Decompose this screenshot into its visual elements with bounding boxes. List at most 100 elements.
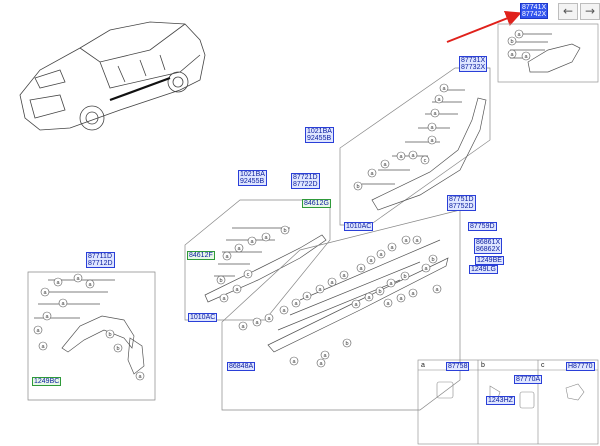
callout-circle	[339, 270, 349, 280]
part-label-1021ba-top[interactable]: 1021BA 92455B	[305, 127, 334, 143]
part-label-1021ba-mid[interactable]: 1021BA 92455B	[238, 170, 267, 186]
callout-circle	[252, 317, 262, 327]
callout-letter: a	[88, 282, 92, 288]
part-label-87711[interactable]: 87711D 87712D	[86, 252, 115, 268]
callout-circle	[351, 299, 361, 309]
callout-circle	[376, 249, 386, 259]
callout-letter: a	[390, 245, 394, 251]
callout-letter: a	[318, 287, 322, 293]
part-label-87759d[interactable]: 87759D	[468, 222, 497, 231]
callout-letter: a	[379, 252, 383, 258]
part-label-1010ac-left[interactable]: 1010AC	[188, 313, 218, 322]
callout-letter: a	[305, 294, 309, 300]
callout-circle	[387, 242, 397, 252]
callout-circle	[232, 284, 242, 294]
part-number: 87712D	[88, 260, 113, 267]
part-number: 87711D	[88, 253, 113, 260]
callout-letter: a	[430, 138, 434, 144]
part-label-87751[interactable]: 87751D 87752D	[447, 195, 476, 211]
part-number: 87741X	[522, 4, 547, 11]
panel-87721	[184, 199, 331, 321]
callout-circle	[432, 284, 442, 294]
callout-letter: a	[294, 301, 298, 307]
callout-letter: a	[138, 374, 142, 380]
part-label-87741[interactable]: 87741X 87742X	[520, 3, 549, 19]
callout-circle	[316, 358, 326, 368]
part-label-1249be[interactable]: 1249BE	[475, 256, 504, 265]
callout-letter: a	[342, 273, 346, 279]
part-label-1249lg[interactable]: 1249LG	[469, 265, 498, 274]
callout-letter: b	[510, 39, 513, 45]
callout-circle	[327, 277, 337, 287]
callout-circle	[364, 292, 374, 302]
callout-letter: b	[116, 346, 119, 352]
callout-circle	[427, 135, 437, 145]
part-label-87770a[interactable]: 87770A	[514, 375, 543, 384]
callout-letter: a	[250, 239, 254, 245]
callout-circle	[73, 273, 83, 283]
callout-letter: a	[404, 238, 408, 244]
callout-circle	[353, 181, 363, 191]
callout-circle	[58, 298, 68, 308]
callout-circle	[521, 51, 531, 61]
callout-letter: c	[247, 272, 250, 278]
callout-circle	[401, 235, 411, 245]
callout-circle	[247, 236, 257, 246]
callout-letter: a	[524, 54, 528, 60]
part-number: 87722D	[293, 181, 318, 188]
part-label-86848a[interactable]: 86848A	[227, 362, 256, 371]
part-label-1010ac-right[interactable]: 1010AC	[344, 222, 374, 231]
part-label-84612g[interactable]: 84612G	[302, 199, 331, 208]
callout-circle	[383, 298, 393, 308]
callout-circle	[367, 168, 377, 178]
callout-letter: a	[415, 238, 419, 244]
callout-letter: b	[356, 184, 359, 190]
callout-letter: a	[222, 296, 226, 302]
callout-letter: a	[56, 280, 60, 286]
callout-letter: a	[36, 328, 40, 334]
callout-circle	[439, 83, 449, 93]
callout-circle	[219, 293, 229, 303]
prev-arrow-button[interactable]: ←	[558, 3, 578, 20]
part-label-84612f[interactable]: 84612F	[187, 251, 215, 260]
callout-letter: a	[237, 246, 241, 252]
part-label-86861[interactable]: 86861X 86862X	[474, 238, 503, 254]
callout-letter: b	[219, 278, 222, 284]
part-label-1249bc[interactable]: 1249BC	[32, 377, 62, 386]
callout-letter: a	[45, 314, 49, 320]
part-number: 87752D	[449, 203, 474, 210]
part-label-h87770[interactable]: H87770	[566, 362, 595, 371]
callout-letter: b	[431, 257, 434, 263]
part-number: 92455B	[307, 135, 332, 142]
callout-letter: a	[319, 361, 323, 367]
callout-letter: a	[399, 296, 403, 302]
part-label-87758[interactable]: 87758	[446, 362, 470, 371]
callout-letter: a	[61, 301, 65, 307]
callout-circle	[315, 284, 325, 294]
part-number: 92455B	[240, 178, 265, 185]
part-label-1243hz[interactable]: 1243HZ	[486, 396, 515, 405]
part-number: 87742X	[522, 11, 547, 18]
callout-circle	[396, 293, 406, 303]
callout-circle	[380, 159, 390, 169]
callout-letter: a	[433, 111, 437, 117]
callout-letter: a	[282, 308, 286, 314]
callout-circle	[396, 151, 406, 161]
part-label-87731[interactable]: 87731X 87732X	[459, 56, 488, 72]
callout-letter: a	[264, 235, 268, 241]
next-arrow-button[interactable]: →	[580, 3, 600, 20]
callout-letter: a	[241, 324, 245, 330]
callout-letter: a	[41, 344, 45, 350]
callout-circle	[427, 122, 437, 132]
callout-circle	[105, 329, 115, 339]
callout-letter: a	[370, 171, 374, 177]
callout-circle	[342, 338, 352, 348]
callout-letter: a	[267, 316, 271, 322]
callout-letter: b	[403, 274, 406, 280]
part-label-87721[interactable]: 87721D 87722D	[291, 173, 320, 189]
callout-letter: b	[378, 289, 381, 295]
callout-circle	[42, 311, 52, 321]
callout-letter: a	[389, 281, 393, 287]
callout-circle	[85, 279, 95, 289]
